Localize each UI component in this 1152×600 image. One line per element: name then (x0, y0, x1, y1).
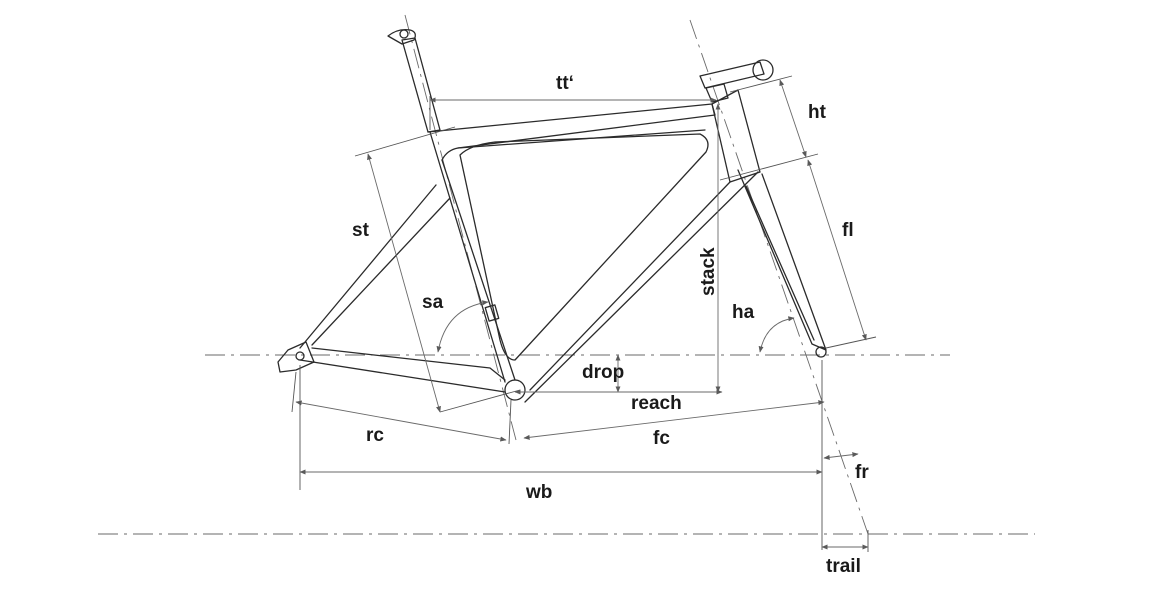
label-ht: ht (808, 102, 827, 123)
label-st: st (352, 220, 370, 241)
fr-dimension-line (823, 452, 859, 460)
rear-axle (295, 351, 305, 361)
fl-extension-bottom (825, 336, 877, 349)
head-tube (711, 89, 761, 183)
headset-spacers (705, 83, 729, 103)
rc-extension-bb (508, 399, 512, 445)
fork (737, 169, 827, 351)
ht-extension-top (729, 75, 793, 93)
front-triangle-inner (459, 133, 709, 361)
label-fc: fc (653, 428, 670, 449)
label-ha: ha (732, 302, 755, 323)
fork-dropout (815, 346, 827, 358)
rc-dimension-line (295, 400, 507, 442)
bike-frame (277, 28, 827, 403)
label-sa: sa (422, 292, 444, 313)
bottom-bracket (504, 379, 526, 401)
st-extension-top (354, 126, 456, 157)
seat-stay (299, 184, 451, 349)
label-reach: reach (631, 393, 682, 414)
seat-tube-port (484, 304, 500, 322)
st-extension-bottom (439, 389, 521, 413)
top-tube (427, 103, 716, 161)
label-rc: rc (366, 425, 384, 446)
label-drop: drop (582, 362, 624, 383)
stem (699, 61, 765, 89)
seatpost (401, 37, 441, 133)
down-tube (524, 171, 759, 403)
ht-extension-bottom (719, 153, 819, 181)
label-stack: stack (698, 247, 719, 296)
ht-dimension-line (779, 79, 807, 158)
chain-stay (299, 347, 506, 393)
fc-dimension-line (523, 400, 825, 440)
rc-extension-rear (291, 371, 297, 413)
steering-axis-line (689, 19, 869, 535)
label-fl: fl (842, 220, 854, 241)
sa-angle-arc (436, 300, 489, 353)
handlebar-clamp (752, 59, 774, 81)
seat-bolt (399, 29, 409, 39)
saddle-clamp (387, 28, 416, 45)
label-fr: fr (855, 462, 869, 483)
dimension-labels: tt‘ ht st fl stack sa ha drop reach rc f… (352, 73, 869, 577)
st-dimension-line (367, 153, 441, 413)
label-trail: trail (826, 556, 861, 577)
rear-dropout (277, 341, 315, 373)
seat-tube (429, 131, 516, 383)
label-tt: tt‘ (556, 73, 574, 94)
dimension-lines (291, 75, 877, 552)
fl-dimension-line (807, 159, 867, 341)
seat-axis-line (404, 14, 517, 441)
ha-angle-arc (758, 316, 795, 353)
reference-lines (98, 14, 1035, 535)
label-wb: wb (525, 482, 552, 503)
